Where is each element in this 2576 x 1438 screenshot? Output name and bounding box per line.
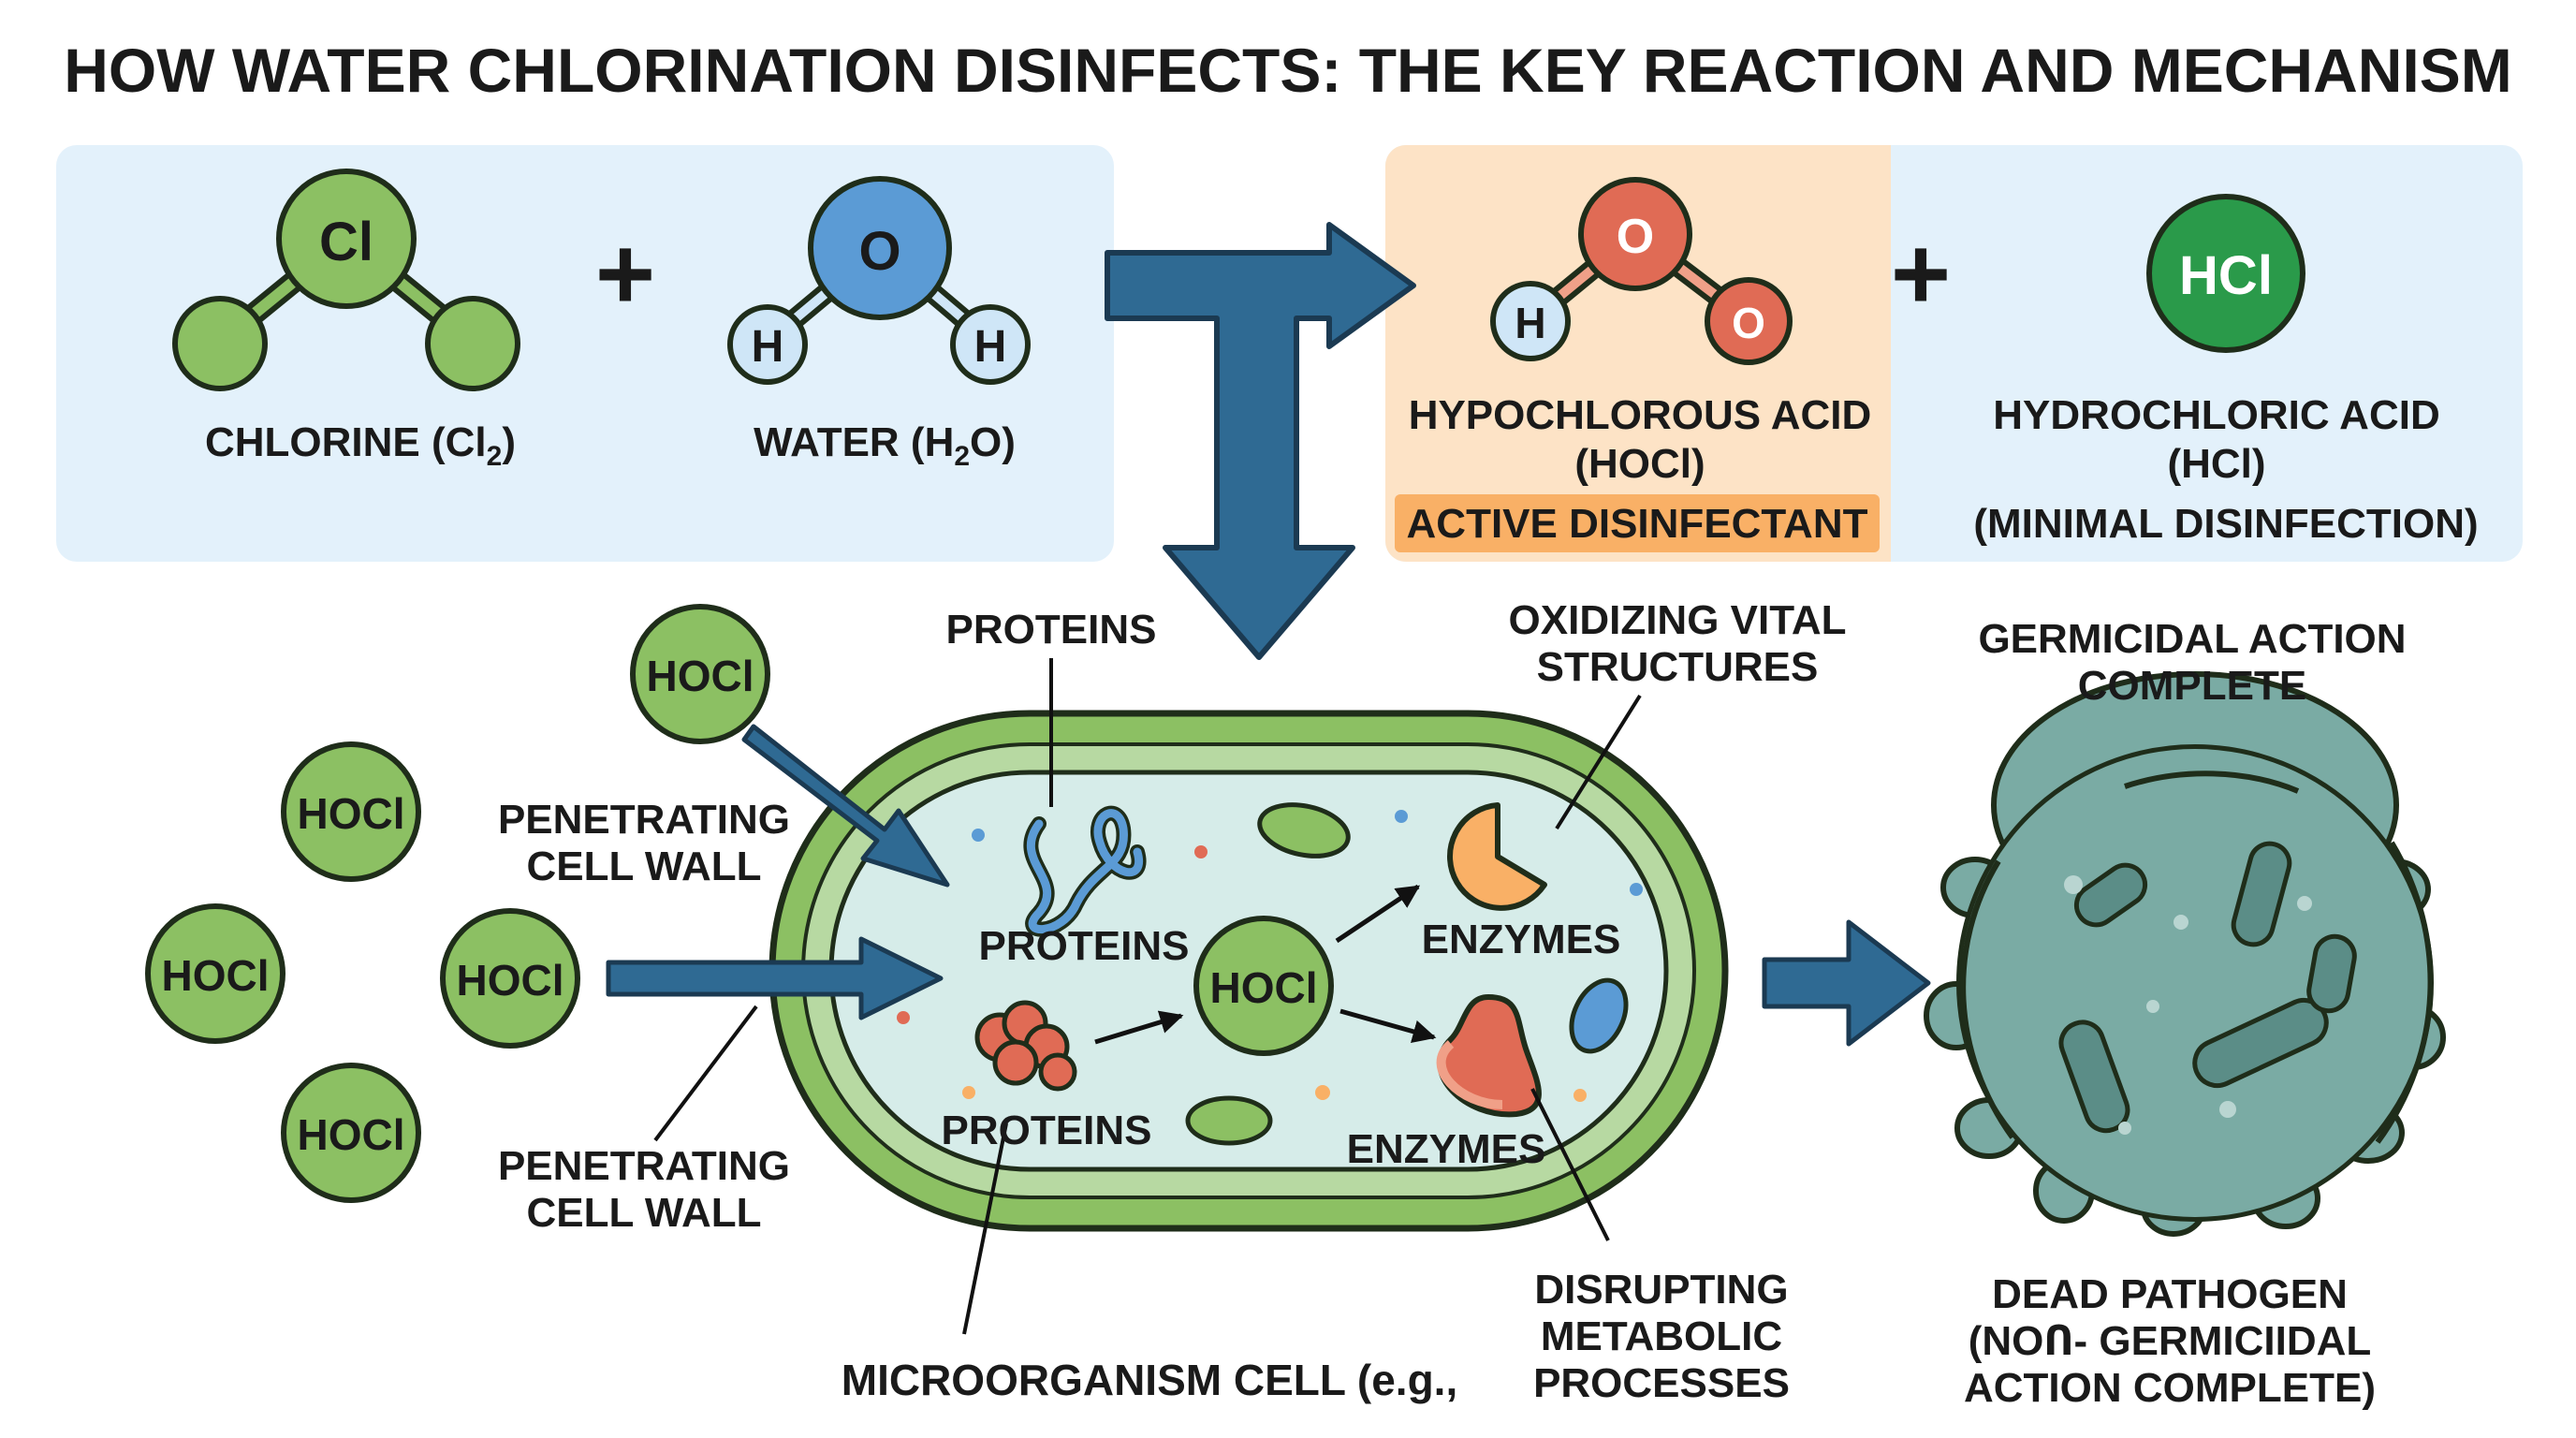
page-title: HOW WATER CHLORINATION DISINFECTS: THE K… (64, 36, 2512, 105)
outcome-arrow (1762, 919, 1931, 1047)
germicidal-complete-label: COMPLETE (2078, 663, 2306, 709)
proteins-label: PROTEINS (942, 1108, 1152, 1153)
penetrating-label-top: PENETRATING (498, 797, 790, 843)
proteins-label: PROTEINS (946, 607, 1157, 653)
penetrating-label-bottom: CELL WALL (527, 1190, 762, 1236)
hocl-molecule-free: HOCl (145, 903, 285, 1044)
oxygen-atom-label: O (1617, 210, 1654, 264)
action-arrow (1094, 1010, 1184, 1045)
svg-text:HOCl: HOCl (298, 1110, 405, 1159)
penetration-arrow (741, 724, 950, 888)
hocl-molecule-free: HOCl (630, 604, 770, 744)
penetration-arrow (606, 936, 944, 1020)
enzymes-label: ENZYMES (1422, 917, 1621, 962)
svg-text:HOCl: HOCl (647, 652, 754, 700)
hocl-name-label: HYPOCHLOROUS ACID (1409, 392, 1872, 438)
oxygen-atom-label: O (858, 221, 900, 282)
oxidizing-label: STRUCTURES (1537, 644, 1819, 690)
hcl-effect-label: (MINIMAL DISINFECTION) (1973, 501, 2478, 547)
hcl-atom-label: HCl (2179, 245, 2273, 306)
microorganism-cell: HOCl (768, 710, 1729, 1232)
plus-sign: + (1891, 216, 1951, 331)
oxygen-atom-label: O (1732, 299, 1765, 347)
proteins-label: PROTEINS (979, 923, 1190, 969)
active-disinfectant-text: ACTIVE DISINFECTANT (1407, 501, 1868, 547)
oxidizing-label: OXIDIZING VITAL (1509, 597, 1847, 643)
reaction-arrow (1105, 222, 1416, 660)
svg-text:HOCl: HOCl (298, 789, 405, 838)
hocl-molecule: O H O (1490, 177, 1793, 365)
enzyme-shape (1447, 802, 1547, 911)
hcl-molecule: HCl (2146, 194, 2305, 353)
chlorine-molecule: Cl (172, 169, 520, 391)
disrupting-label: METABOLIC (1541, 1313, 1782, 1359)
active-disinfectant-badge (1395, 494, 1880, 552)
hcl-name-label: HYDROCHLORIC ACID (1993, 392, 2439, 438)
dead-pathogen-label: ACTION COMPLETE) (1964, 1365, 2376, 1411)
dead-pathogen-label: DEAD PATHOGEN (1992, 1271, 2348, 1317)
hocl-inside-label: HOCl (1210, 963, 1318, 1012)
dead-pathogen (1924, 671, 2446, 1237)
hocl-highlight-panel (1385, 145, 1891, 562)
enzymes-label: ENZYMES (1347, 1126, 1546, 1172)
enzyme-shape (1437, 993, 1542, 1118)
action-arrow (1339, 1008, 1437, 1043)
plus-sign: + (595, 216, 655, 331)
svg-text:HOCl: HOCl (162, 951, 270, 1000)
water-label: WATER (H2O) (754, 419, 1016, 472)
dead-pathogen-label: (NOՈ- GERMICIIDAL (1969, 1318, 2372, 1364)
penetrating-label-bottom: PENETRATING (498, 1143, 790, 1189)
penetrating-label-top: CELL WALL (527, 844, 762, 889)
chlorine-atom-label: Cl (319, 212, 373, 272)
disrupting-label: DISRUPTING (1534, 1267, 1788, 1313)
action-arrow (1335, 884, 1421, 944)
hocl-molecule-free: HOCl (281, 1063, 421, 1203)
hydrogen-atom-label: H (1515, 299, 1545, 347)
water-molecule: O H H (727, 176, 1031, 385)
germicidal-complete-label: GERMICIDAL ACTION (1978, 616, 2406, 662)
hcl-formula-label: (HCl) (2167, 441, 2265, 487)
hocl-formula-label: (HOCl) (1574, 441, 1705, 487)
hocl-molecule-free: HOCl (440, 908, 580, 1049)
hydrogen-atom-label: H (974, 322, 1007, 372)
svg-text:HOCl: HOCl (457, 956, 564, 1005)
hocl-molecule-inside (1193, 916, 1334, 1056)
hocl-molecule-free: HOCl (281, 741, 421, 882)
cell-label: MICROORGANISM CELL (e.g., (842, 1356, 1458, 1404)
chlorine-label: CHLORINE (Cl2) (205, 419, 516, 472)
disrupting-label: PROCESSES (1533, 1360, 1790, 1406)
hydrogen-atom-label: H (752, 322, 784, 372)
